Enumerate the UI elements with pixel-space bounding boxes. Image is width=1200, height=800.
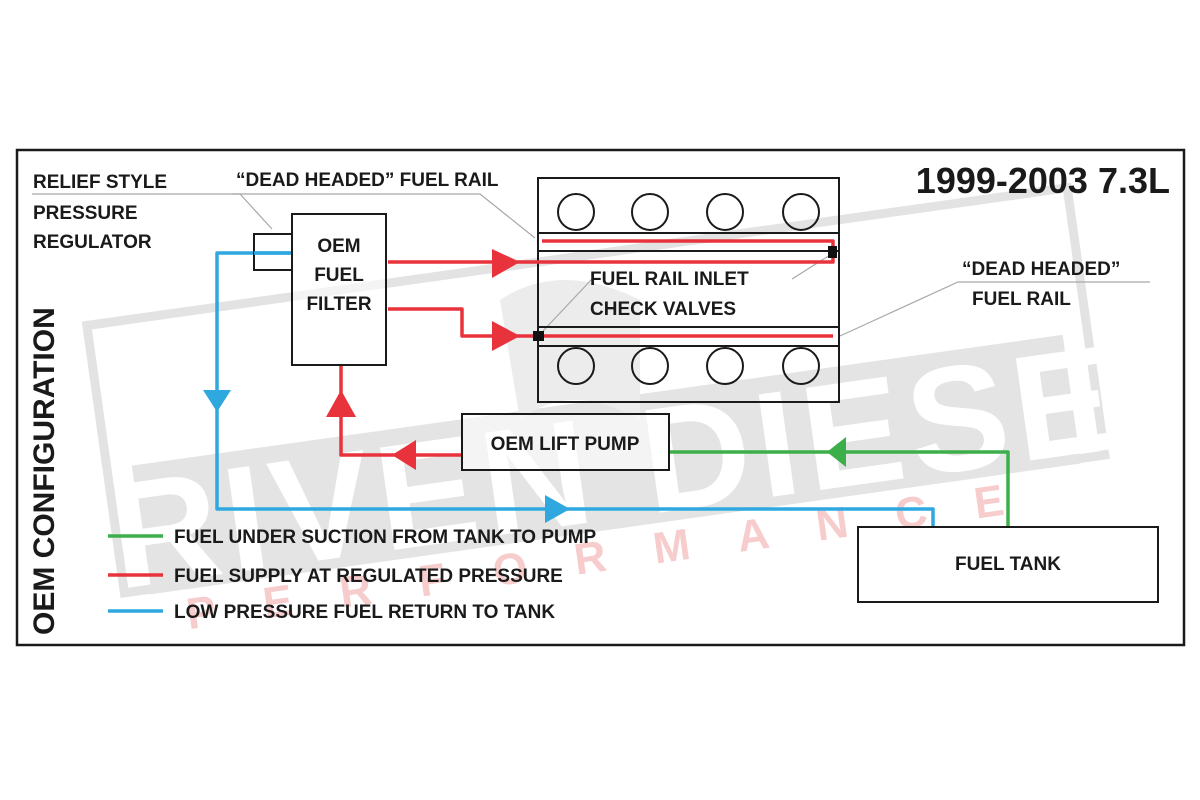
check-valves-label-line2: CHECK VALVES <box>590 299 736 320</box>
leader-check-bottom <box>542 278 593 332</box>
fuel-filter-label-line3: FILTER <box>306 294 371 315</box>
fuel-filter-label-line1: OEM <box>317 236 360 257</box>
suction-line <box>669 450 1010 527</box>
rail-bottom-label-line2: FUEL RAIL <box>972 289 1071 310</box>
suction-line-path <box>669 450 1010 527</box>
side-title: OEM CONFIGURATION <box>28 307 61 635</box>
cylinder <box>631 193 669 231</box>
diagram-frame <box>15 148 1186 647</box>
cylinders-bottom <box>557 347 820 385</box>
fuel-filter-label-line2: FUEL <box>314 265 364 286</box>
lift-pump <box>461 413 670 471</box>
regulator-callout: RELIEF STYLE PRESSURE REGULATOR <box>33 172 167 253</box>
return-line-path <box>215 251 935 527</box>
leader-rail-top <box>232 193 536 239</box>
leader-check-top <box>791 254 831 280</box>
supply-arrow-up <box>326 390 356 417</box>
suction-arrow-left <box>827 437 846 467</box>
cylinders-top <box>557 193 820 231</box>
leader-lines <box>32 193 1150 337</box>
supply-arrow-left <box>392 440 416 470</box>
lift-pump-label: OEM LIFT PUMP <box>491 434 640 455</box>
supply-arrow-right-bottom <box>492 321 520 351</box>
regulator-label-line3: REGULATOR <box>33 232 152 253</box>
check-valve-bottom <box>533 331 544 341</box>
rail-top-label: “DEAD HEADED” FUEL RAIL <box>236 170 499 191</box>
leader-rail-bottom <box>839 281 1150 337</box>
rail-bottom-label-line1: “DEAD HEADED” <box>962 259 1120 280</box>
fuel-filter <box>291 213 387 366</box>
engine-block <box>537 177 840 403</box>
cylinder <box>782 193 820 231</box>
check-valves-label-line1: FUEL RAIL INLET <box>590 269 749 290</box>
return-line <box>215 251 935 527</box>
legend-label-return: LOW PRESSURE FUEL RETURN TO TANK <box>174 602 555 623</box>
supply-filter-to-bottom-rail <box>388 307 833 338</box>
legend: FUEL UNDER SUCTION FROM TANK TO PUMP FUEL… <box>108 527 597 623</box>
legend-label-supply: FUEL SUPPLY AT REGULATED PRESSURE <box>174 566 563 587</box>
fuel-tank-label: FUEL TANK <box>955 554 1061 575</box>
supply-arrow-right-top <box>492 249 520 278</box>
cylinder <box>557 347 595 385</box>
engine-outline <box>537 177 840 403</box>
cylinder <box>706 193 744 231</box>
cylinder <box>782 347 820 385</box>
check-valve-top <box>828 246 837 258</box>
fuel-tank <box>857 526 1159 603</box>
cylinder <box>706 347 744 385</box>
regulator-label-line1: RELIEF STYLE <box>33 172 167 193</box>
cylinder <box>557 193 595 231</box>
return-arrow-right <box>545 495 570 523</box>
regulator-label-line2: PRESSURE <box>33 203 138 224</box>
legend-label-suction: FUEL UNDER SUCTION FROM TANK TO PUMP <box>174 527 597 548</box>
diagram-title: 1999-2003 7.3L <box>916 160 1170 201</box>
return-arrow-down <box>203 390 231 412</box>
cylinder <box>631 347 669 385</box>
